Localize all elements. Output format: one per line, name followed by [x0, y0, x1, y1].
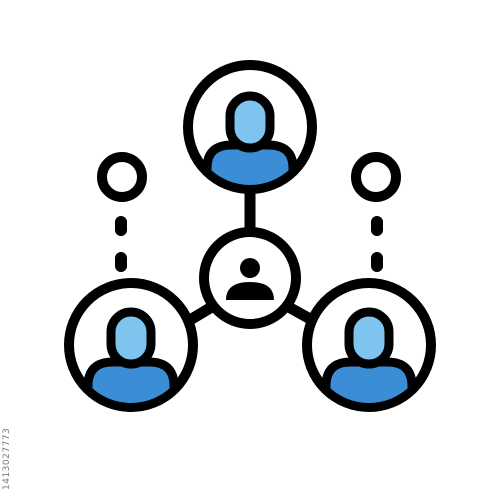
user-node-top: [183, 60, 317, 194]
dot-trail-right: [371, 216, 383, 272]
user-body-left: [83, 357, 179, 403]
stock-id-watermark: 1413027773: [2, 427, 12, 490]
hub-node: [199, 227, 301, 329]
user-body-top: [202, 140, 298, 185]
user-body-right: [321, 357, 417, 403]
dot-trail-left: [115, 216, 127, 272]
user-node-right: [302, 278, 436, 412]
hub-user-head: [240, 258, 260, 278]
user-head-left: [106, 307, 156, 369]
empty-node-right: [351, 152, 401, 202]
hub-user-body: [226, 282, 274, 300]
user-head-top: [225, 91, 275, 153]
user-head-right: [344, 307, 394, 369]
empty-node-left: [97, 152, 147, 202]
user-node-left: [64, 278, 198, 412]
